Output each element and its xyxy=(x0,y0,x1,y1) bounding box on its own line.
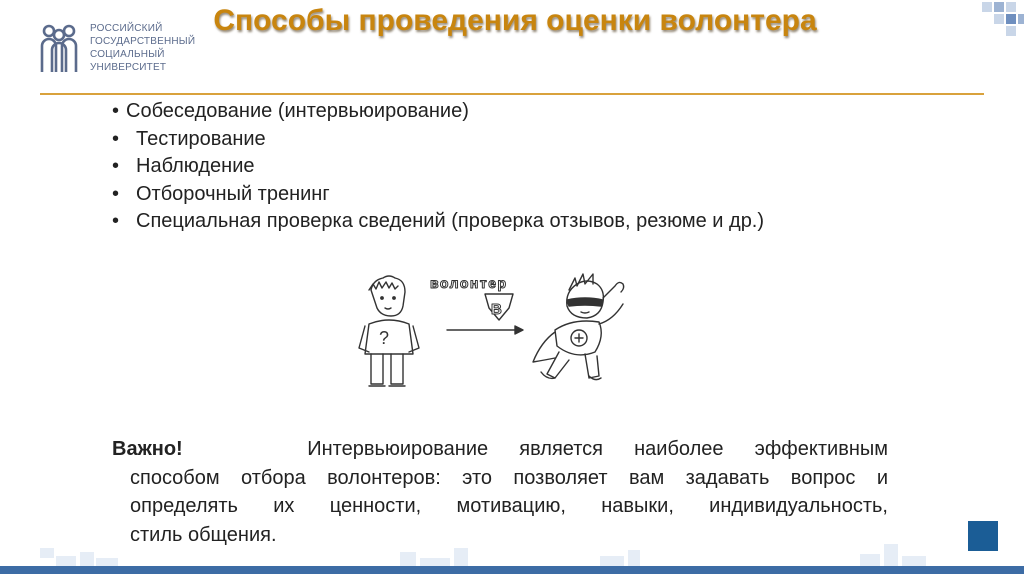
bottom-pixel-decoration xyxy=(40,544,926,566)
accent-square xyxy=(968,521,998,551)
list-item-text: Отборочный тренинг xyxy=(136,182,330,205)
logo-line: ГОСУДАРСТВЕННЫЙ xyxy=(90,36,196,47)
logo-text: РОССИЙСКИЙ ГОСУДАРСТВЕННЫЙ СОЦИАЛЬНЫЙ УН… xyxy=(90,22,240,74)
people-group-icon xyxy=(40,24,78,72)
bullet-icon: • xyxy=(112,182,120,205)
note-line: Важно! Интервьюирование является наиболе… xyxy=(112,435,888,464)
bottom-band xyxy=(0,566,1024,574)
list-item: • Собеседование (интервьюирование) xyxy=(112,98,764,126)
page-title: Способы проведения оценки волонтера xyxy=(213,4,817,37)
note-line: способом отбора волонтеров: это позволяе… xyxy=(130,466,888,489)
logo-line: СОЦИАЛЬНЫЙ xyxy=(90,49,165,60)
badge-icon xyxy=(484,293,514,321)
note-line: стиль общения. xyxy=(130,523,277,546)
volunteer-illustration: ? волонтер В xyxy=(358,273,625,387)
title-divider xyxy=(40,93,984,95)
badge-letter: В xyxy=(491,301,502,318)
bullet-icon: • xyxy=(112,155,120,177)
logo-line: УНИВЕРСИТЕТ xyxy=(90,62,167,73)
important-label: Важно! xyxy=(112,438,183,460)
volunteer-label: волонтер xyxy=(430,275,508,291)
logo-line: РОССИЙСКИЙ xyxy=(90,23,163,34)
note-text: Интервьюирование является наиболее эффек… xyxy=(307,438,888,460)
list-item: • Отборочный тренинг xyxy=(112,181,764,209)
corner-pixel-decoration xyxy=(982,2,1024,36)
method-list: • Собеседование (интервьюирование) • Тес… xyxy=(112,98,764,236)
list-item: • Наблюдение xyxy=(112,153,764,181)
list-item-text: Специальная проверка сведений (проверка … xyxy=(136,210,765,232)
important-note: Важно! Интервьюирование является наиболе… xyxy=(112,435,888,549)
bullet-icon: • xyxy=(112,100,120,122)
superhero-figure-icon xyxy=(532,273,625,381)
bullet-icon: • xyxy=(112,210,120,232)
bullet-icon: • xyxy=(112,127,120,150)
list-item: • Тестирование xyxy=(112,126,764,154)
question-mark: ? xyxy=(379,328,389,348)
list-item-text: Собеседование (интервьюирование) xyxy=(126,100,469,122)
list-item-text: Тестирование xyxy=(136,127,266,150)
boy-figure-icon xyxy=(358,275,420,387)
note-line: определять их ценности, мотивацию, навык… xyxy=(130,495,888,517)
arrow-right-icon xyxy=(446,325,524,335)
list-item-text: Наблюдение xyxy=(136,155,255,177)
list-item: • Специальная проверка сведений (проверк… xyxy=(112,208,764,236)
university-logo: РОССИЙСКИЙ ГОСУДАРСТВЕННЫЙ СОЦИАЛЬНЫЙ УН… xyxy=(38,20,218,80)
